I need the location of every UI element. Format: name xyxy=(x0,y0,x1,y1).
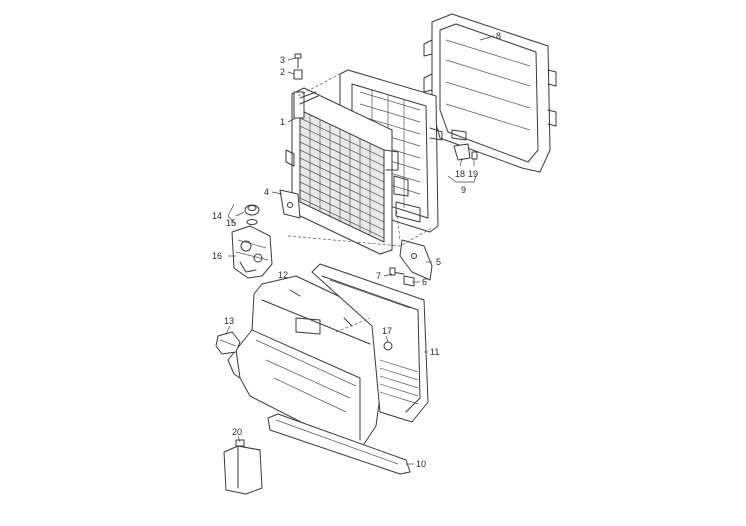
callout-16: 16 xyxy=(212,251,222,261)
part-6-7-fasteners xyxy=(389,267,415,287)
callout-12: 12 xyxy=(278,270,288,280)
callout-4: 4 xyxy=(264,187,269,197)
callout-18: 18 xyxy=(455,169,465,179)
callout-2: 2 xyxy=(280,67,285,77)
part-11-frame xyxy=(311,263,429,423)
part-10-strap xyxy=(267,413,411,475)
callout-11: 11 xyxy=(430,347,439,357)
part-15-cap xyxy=(244,204,260,225)
callout-14: 14 xyxy=(212,211,222,221)
callout-17: 17 xyxy=(382,326,392,336)
callout-20: 20 xyxy=(232,427,242,437)
callout-6: 6 xyxy=(422,277,427,287)
callout-13: 13 xyxy=(224,316,234,326)
part-5-bracket xyxy=(399,239,433,281)
callout-3: 3 xyxy=(280,55,285,65)
callout-8: 8 xyxy=(496,31,501,41)
callout-7: 7 xyxy=(376,271,381,281)
part-4-bracket xyxy=(279,189,301,219)
part-20-container xyxy=(223,439,263,495)
part-13-cap xyxy=(215,331,241,355)
callout-5: 5 xyxy=(436,257,441,267)
callout-19: 19 xyxy=(468,169,478,179)
part-2-3-cap-bolt xyxy=(293,53,303,80)
part-8-shroud-frame xyxy=(423,13,557,173)
part-12-lower-shroud xyxy=(227,275,381,451)
part-16-expansion-tank xyxy=(231,225,273,279)
callout-15: 15 xyxy=(226,218,236,228)
callout-10: 10 xyxy=(416,459,426,469)
callout-1: 1 xyxy=(280,117,285,127)
callout-labels: 3 2 1 4 5 6 7 8 9 10 11 12 13 14 15 16 1… xyxy=(212,31,501,469)
leader-lines xyxy=(225,35,495,465)
assembly-dashed-lines xyxy=(287,73,433,333)
part-18-19-sensor xyxy=(453,143,478,161)
callout-9: 9 xyxy=(461,185,466,195)
